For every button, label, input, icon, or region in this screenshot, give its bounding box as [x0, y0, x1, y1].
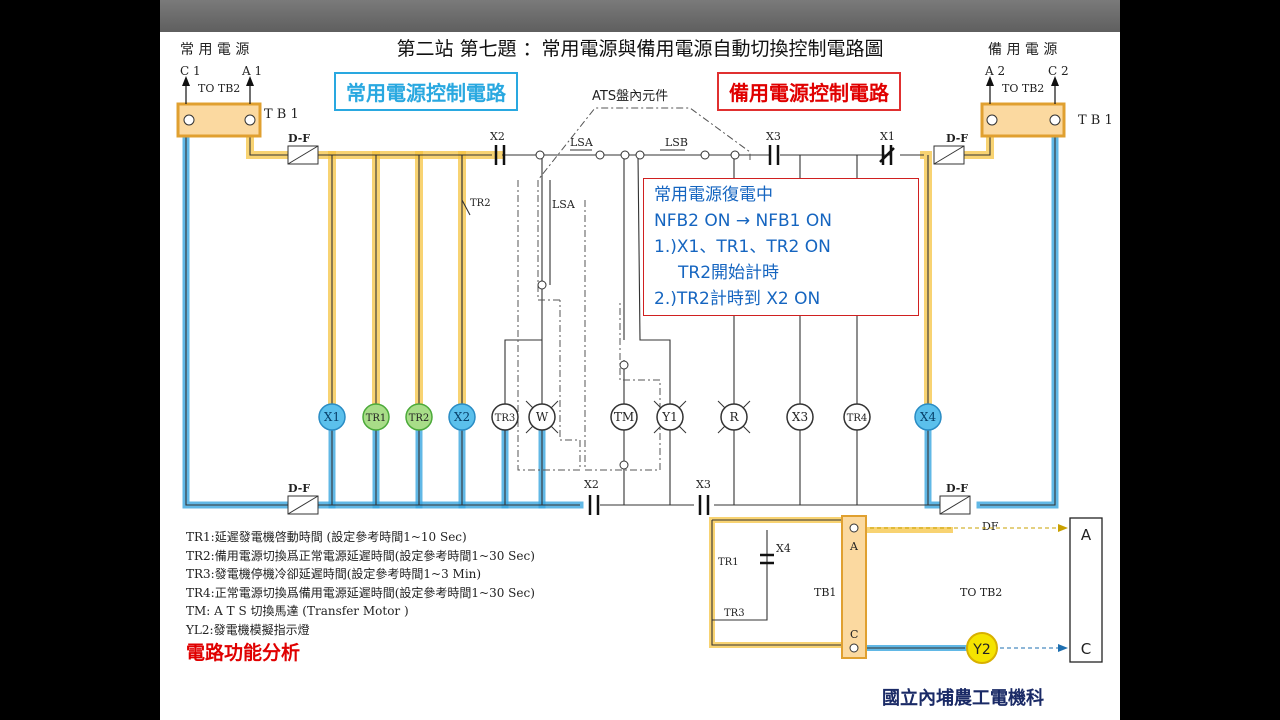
coil-tr3: TR3 [491, 403, 519, 431]
note-line-5: 2.)TR2計時到 X2 ON [654, 289, 821, 309]
df-box-top-left: D-F [287, 132, 319, 165]
x3-bottom-label: X3 [696, 478, 711, 491]
svg-text:C: C [850, 628, 858, 641]
coil-x1: X1 [318, 403, 346, 431]
right-c-label: C 2 [1048, 64, 1069, 78]
coil-r: R [717, 400, 751, 434]
note-line-4: TR2開始計時 [678, 263, 780, 283]
coil-label: Y1 [661, 410, 678, 424]
tb1-terminal-strip: A C TB1 TO TB2 DF Y2 A C [814, 515, 1103, 664]
right-supply-block: 備 用 電 源 A 2 C 2 TO TB2 T B 1 [980, 42, 1113, 138]
svg-text:D-F: D-F [288, 482, 310, 495]
section-tag-backup: 備用電源控制電路 [717, 72, 901, 111]
legend-item: TR1:延遲發電機啓動時間 (設定參考時間1~10 Sec) [186, 530, 467, 544]
legend-item: TR4:正常電源切換爲備用電源延遲時間(設定參考時間1~30 Sec) [186, 585, 535, 600]
svg-text:A: A [849, 540, 859, 553]
lsa-side-label: LSA [552, 198, 576, 211]
svg-text:D-F: D-F [288, 132, 310, 145]
df-box-bottom-right: D-F [939, 482, 971, 515]
ats-label: ATS盤內元件 [592, 89, 668, 104]
lamp-y2: Y2 [972, 642, 990, 658]
left-supply-label: 常 用 電 源 [180, 42, 249, 58]
limit-switches [535, 149, 740, 470]
coil-label: X1 [324, 410, 340, 424]
legend-list: TR1:延遲發電機啓動時間 (設定參考時間1~10 Sec) TR2:備用電源切… [186, 528, 535, 639]
coil-label: TR1 [366, 413, 387, 424]
coil-label: X4 [920, 410, 937, 424]
df-box-top-right: D-F [933, 132, 968, 165]
left-c-label: C 1 [180, 64, 201, 78]
note-line-1: 常用電源復電中 [654, 185, 773, 205]
coil-tr1: TR1 [362, 403, 390, 431]
coil-label: TR4 [847, 413, 868, 424]
svg-text:TB1: TB1 [814, 586, 836, 599]
coil-label: TR3 [495, 413, 516, 424]
coil-x2: X2 [448, 403, 476, 431]
left-supply-block: 常 用 電 源 C 1 A 1 TO TB2 T B 1 [176, 42, 299, 138]
coil-tr4: TR4 [843, 403, 871, 431]
right-to-label: TO TB2 [1002, 82, 1044, 95]
school-name: 國立內埔農工電機科 [882, 688, 1044, 709]
section-tag-normal: 常用電源控制電路 [334, 72, 518, 111]
svg-text:D-F: D-F [946, 132, 968, 145]
slide: 常 用 電 源 C 1 A 1 TO TB2 T B 1 備 用 電 源 A 2… [160, 0, 1120, 720]
contacts [494, 145, 895, 565]
coil-x3: X3 [786, 403, 814, 431]
x4-contact-label: X4 [776, 542, 791, 555]
wire-blue-right [924, 116, 1059, 509]
page-title: 第二站 第七題 ：常用電源與備用電源自動切換控制電路圖 [396, 38, 884, 60]
box-a: A [1081, 526, 1092, 544]
x1-top-label: X1 [880, 130, 895, 143]
coil-label: W [536, 410, 549, 424]
lsb-top-label: LSB [665, 136, 688, 149]
legend-item: YL2:發電機模擬指示燈 [186, 622, 310, 637]
coil-label: TR2 [409, 413, 430, 424]
note-line-2: NFB2 ON → NFB1 ON [654, 211, 833, 231]
analysis-heading: 電路功能分析 [186, 642, 301, 664]
lsa-top-label: LSA [570, 136, 594, 149]
tr3-contact-label: TR3 [724, 608, 745, 619]
ats-boundary [517, 107, 751, 471]
status-note: 常用電源復電中 NFB2 ON → NFB1 ON 1.)X1、TR1、TR2 … [643, 178, 919, 316]
coil-label: X3 [792, 410, 808, 424]
coil-label: R [729, 410, 739, 424]
coil-tm: TM [610, 403, 638, 431]
right-tb-label: T B 1 [1078, 113, 1113, 128]
coil-w: W [525, 400, 559, 434]
svg-text:TO TB2: TO TB2 [960, 586, 1002, 599]
top-bar [160, 0, 1120, 32]
box-c: C [1081, 640, 1091, 658]
svg-text:DF: DF [982, 520, 999, 533]
note-line-3: 1.)X1、TR1、TR2 ON [654, 237, 831, 257]
coil-row: X1 TR1 TR2 X2 TR3 W TM Y1 R X3 TR4 X4 [318, 400, 942, 434]
left-tb-label: T B 1 [264, 107, 299, 122]
right-a-label: A 2 [984, 64, 1005, 78]
tr1-contact-label: TR1 [718, 557, 739, 568]
svg-text:D-F: D-F [946, 482, 968, 495]
left-to-label: TO TB2 [198, 82, 240, 95]
legend-item: TR3:發電機停機冷卻延遲時間(設定參考時間1~3 Min) [186, 567, 482, 581]
df-box-bottom-left: D-F [287, 482, 319, 515]
coil-label: TM [614, 410, 634, 424]
legend-item: TR2:備用電源切換爲正常電源延遲時間(設定參考時間1~30 Sec) [186, 548, 535, 563]
coil-x4: X4 [914, 403, 942, 431]
circuit-diagram: 常 用 電 源 C 1 A 1 TO TB2 T B 1 備 用 電 源 A 2… [176, 42, 1113, 664]
coil-y1: Y1 [653, 400, 687, 434]
tr2-contact-label: TR2 [470, 198, 491, 209]
legend-item: TM: A T S 切換馬達 (Transfer Motor ) [186, 604, 409, 618]
x2-bottom-label: X2 [584, 478, 599, 491]
x3-top-label: X3 [766, 130, 781, 143]
x2-top-label: X2 [490, 130, 505, 143]
coil-tr2: TR2 [405, 403, 433, 431]
right-supply-label: 備 用 電 源 [988, 42, 1057, 58]
left-a-label: A 1 [241, 64, 262, 78]
coil-label: X2 [454, 410, 470, 424]
wire-blue-left [182, 116, 584, 509]
